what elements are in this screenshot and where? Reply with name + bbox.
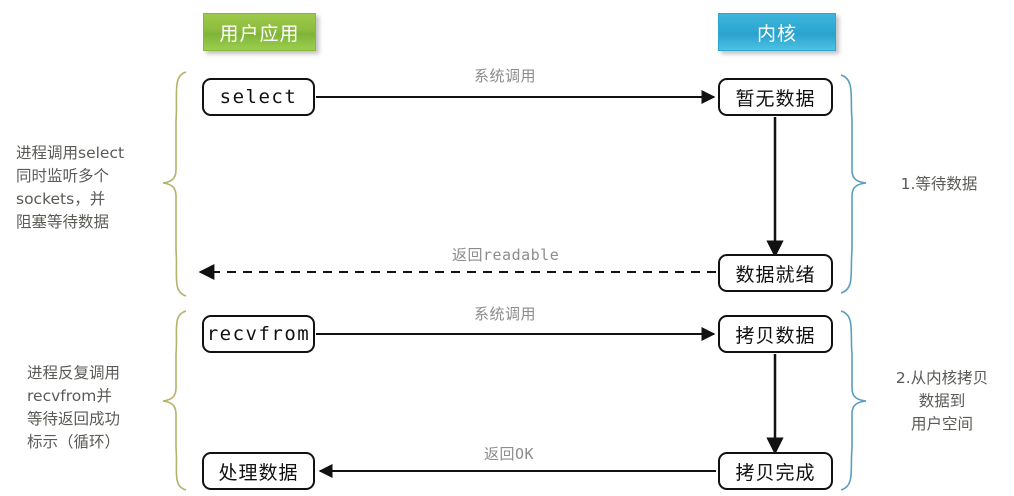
lane-header-kernel-label: 内核 <box>756 22 797 45</box>
node-copy-data[interactable]: 拷贝数据 <box>718 315 833 353</box>
annotation-left-select: 进程调用select 同时监听多个 sockets，并 阻塞等待数据 <box>16 144 125 231</box>
arrow-label-syscall-select: 系统调用 <box>474 67 537 85</box>
node-no-data-label: 暂无数据 <box>735 87 816 110</box>
arrow-label-syscall-recvfrom: 系统调用 <box>474 305 537 323</box>
node-copy-done[interactable]: 拷贝完成 <box>718 452 833 490</box>
annotation-right-wait-data: 1.等待数据 <box>900 175 978 193</box>
node-handle-data[interactable]: 处理数据 <box>202 452 315 490</box>
left-brace-select <box>162 71 187 297</box>
annotation-left-recvfrom: 进程反复调用 recvfrom并 等待返回成功 标示（循环） <box>27 364 121 451</box>
lane-header-user-application: 用户应用 <box>203 13 316 51</box>
node-no-data[interactable]: 暂无数据 <box>718 78 833 116</box>
node-select[interactable]: select <box>202 78 315 116</box>
right-brace-copy-data <box>840 310 867 491</box>
node-handle-data-label: 处理数据 <box>218 461 299 484</box>
lane-header-kernel: 内核 <box>718 13 836 51</box>
node-data-ready[interactable]: 数据就绪 <box>718 254 833 292</box>
node-recvfrom-label: recvfrom <box>206 323 311 345</box>
arrow-label-return-readable: 返回readable <box>452 246 560 264</box>
annotation-right-copy-data: 2.从内核拷贝 数据到 用户空间 <box>895 369 989 433</box>
node-select-label: select <box>219 86 298 108</box>
arrow-label-return-ok: 返回OK <box>484 445 535 463</box>
node-copy-done-label: 拷贝完成 <box>735 461 816 484</box>
node-recvfrom[interactable]: recvfrom <box>202 315 315 353</box>
right-brace-wait-data <box>840 74 867 294</box>
lane-header-user-application-label: 用户应用 <box>219 22 300 45</box>
node-copy-data-label: 拷贝数据 <box>735 324 816 347</box>
node-data-ready-label: 数据就绪 <box>735 263 816 286</box>
